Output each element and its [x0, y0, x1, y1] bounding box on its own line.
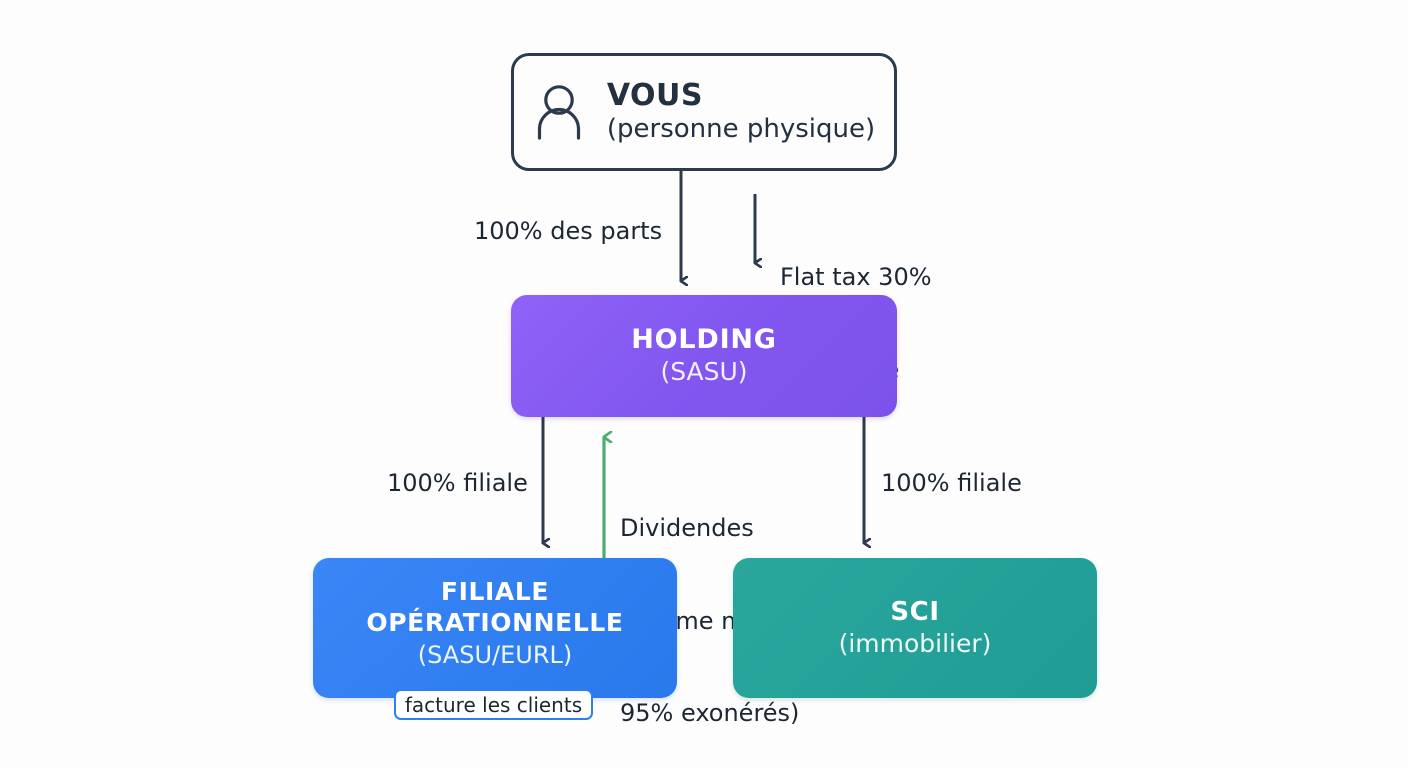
filiale-title-line1: FILIALE [440, 577, 550, 606]
facture-les-clients-badge: facture les clients [394, 689, 593, 720]
edge-label-100-filiale-left: 100% filiale [387, 469, 528, 497]
holding-subtitle: (SASU) [660, 356, 748, 386]
filiale-title-line2: OPÉRATIONNELLE [366, 607, 624, 637]
person-icon [537, 85, 580, 140]
sci-subtitle: (immobilier) [838, 629, 992, 658]
edge-label-100-filiale-right: 100% filiale [881, 469, 1022, 497]
node-sci[interactable]: SCI (immobilier) [733, 558, 1097, 698]
holding-title: HOLDING [631, 323, 777, 355]
node-vous[interactable]: VOUS (personne physique) [511, 53, 897, 171]
vous-title: VOUS [606, 78, 704, 114]
edge-label-dividendes-line1: Dividendes [620, 514, 754, 543]
edge-label-flat-tax-line1: Flat tax 30% [780, 263, 932, 292]
edge-label-dividendes-line3: 95% exonérés) [620, 698, 800, 727]
edge-label-100-des-parts: 100% des parts [474, 217, 663, 245]
vous-text-block: VOUS (personne physique) [607, 79, 875, 145]
filiale-subtitle: (SASU/EURL) [417, 641, 573, 669]
node-holding[interactable]: HOLDING (SASU) [511, 295, 897, 417]
sci-title: SCI [890, 596, 940, 627]
node-filiale-operationnelle[interactable]: FILIALE OPÉRATIONNELLE (SASU/EURL) [313, 558, 677, 698]
vous-subtitle: (personne physique) [606, 113, 876, 144]
